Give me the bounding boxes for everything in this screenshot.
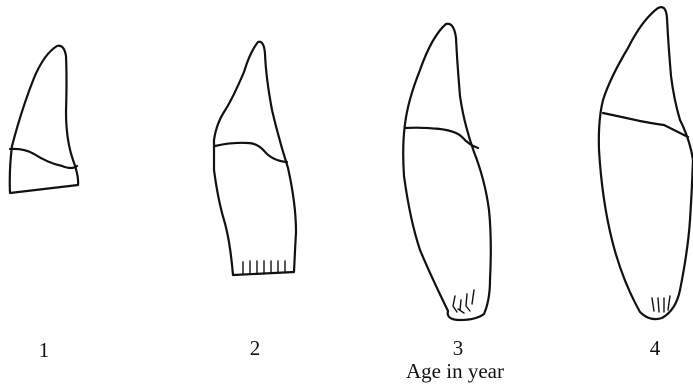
tooth-1-outline bbox=[10, 46, 78, 193]
tooth-3-root-tips bbox=[453, 290, 474, 313]
stage-label-1: 1 bbox=[39, 338, 50, 362]
tooth-stage-4 bbox=[599, 7, 693, 319]
tooth-4-outline bbox=[599, 7, 693, 319]
tooth-3-outline bbox=[403, 24, 491, 320]
tooth-stage-1 bbox=[10, 46, 78, 193]
axis-title: Age in year bbox=[406, 359, 504, 383]
tooth-4-crown-line bbox=[603, 113, 688, 137]
tooth-stage-3 bbox=[403, 24, 491, 320]
tooth-stage-2 bbox=[214, 42, 296, 275]
tooth-2-outline bbox=[214, 42, 296, 275]
stage-label-3: 3 bbox=[453, 336, 464, 360]
tooth-1-crown-line bbox=[10, 149, 77, 168]
tooth-4-root-tips bbox=[652, 296, 670, 312]
tooth-2-crown-line bbox=[215, 143, 287, 162]
stage-label-2: 2 bbox=[250, 336, 261, 360]
stage-label-4: 4 bbox=[650, 336, 661, 360]
